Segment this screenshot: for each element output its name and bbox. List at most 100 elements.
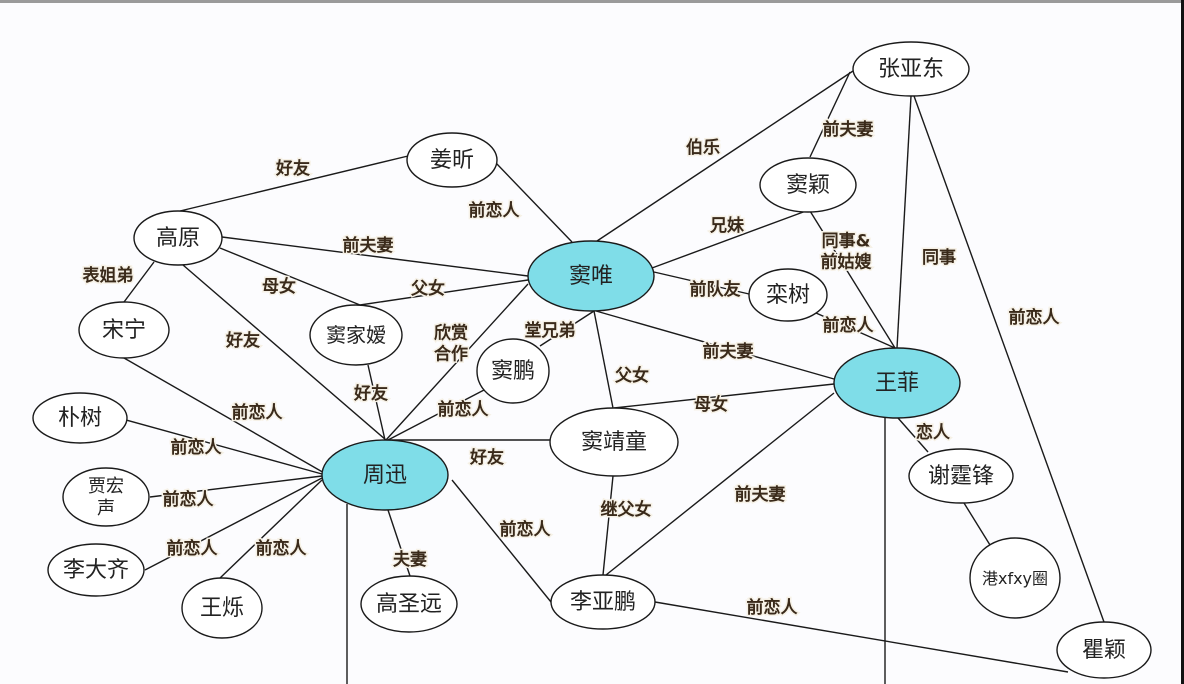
edge-label: 前恋人 [256, 538, 308, 559]
node-doujingtong[interactable]: 窦靖童 [549, 407, 679, 477]
edge-zhouxun-gaoshengyuan [387, 509, 411, 577]
node-ellipse[interactable] [759, 157, 857, 213]
edge-label: 前恋人 [232, 402, 284, 423]
node-ellipse[interactable] [62, 467, 150, 527]
node-label: 窦颖 [786, 173, 830, 198]
edge-wangshuo-zhouxun [218, 479, 323, 580]
edge-douying-zhangyadong [809, 71, 851, 158]
edge-douwei-douying [651, 210, 807, 269]
edge-gaoyuan-songning [123, 261, 155, 303]
edge-label: 前恋人 [747, 597, 799, 618]
edge-label: 父女 [614, 365, 649, 386]
edge-label: 前夫妻 [703, 341, 754, 362]
edge-label: 夫妻 [393, 549, 427, 570]
node-ellipse[interactable] [833, 347, 961, 419]
node-ellipse[interactable] [47, 543, 145, 597]
node-zhouxun[interactable]: 周迅 [321, 439, 449, 511]
edge-wangfei-liyapeng [605, 392, 835, 576]
node-label: 张亚东 [878, 57, 944, 82]
edge-douwei-luanshu [653, 271, 750, 295]
edge-xietingfeng-xiangquan [963, 502, 991, 546]
node-ellipse[interactable] [32, 392, 128, 444]
node-xiangquan[interactable]: 港xfxy圈 [969, 537, 1061, 619]
edge-songning-zhouxun [123, 357, 327, 475]
node-label: 李大齐 [63, 558, 129, 583]
edge-labels-layer: 好友前恋人伯乐前夫妻兄妹同事&前姑嫂同事前恋人前夫妻母女父女前队友前恋人表姐弟好… [81, 118, 1062, 620]
edge-label: 前队友 [690, 279, 741, 300]
node-jiangxin[interactable]: 姜昕 [406, 132, 498, 188]
node-jiahongsheng[interactable]: 贾宏声 [62, 467, 150, 527]
node-songning[interactable]: 宋宁 [78, 301, 170, 359]
edges-layer [123, 70, 1105, 684]
edge-gaoyuan-zhouxun [182, 264, 387, 441]
node-doupeng[interactable]: 窦鹏 [476, 338, 550, 404]
node-quying[interactable]: 瞿颖 [1056, 621, 1152, 679]
node-ellipse[interactable] [748, 268, 828, 322]
edge-label: 前恋人 [469, 200, 521, 221]
node-douying[interactable]: 窦颖 [759, 157, 857, 213]
node-wangshuo[interactable]: 王烁 [181, 577, 263, 639]
node-label: 瞿颖 [1082, 638, 1126, 663]
edge-douwei-wangfei [595, 310, 835, 380]
node-gaoshengyuan[interactable]: 高圣远 [360, 575, 458, 633]
node-lidaqi[interactable]: 李大齐 [47, 543, 145, 597]
node-douwei[interactable]: 窦唯 [527, 240, 655, 312]
edge-label: 母女 [694, 394, 728, 415]
edge-zhouxun-liyapeng [451, 479, 552, 603]
edge-label: 前夫妻 [735, 484, 786, 505]
node-gaoyuan[interactable]: 高原 [133, 210, 223, 266]
node-ellipse[interactable] [852, 41, 970, 97]
node-label: 高原 [156, 226, 200, 251]
node-ellipse[interactable] [406, 132, 498, 188]
edge-label: 好友 [353, 383, 388, 404]
right-border [1181, 0, 1184, 684]
node-xietingfeng[interactable]: 谢霆锋 [908, 448, 1014, 504]
node-label: 谢霆锋 [928, 464, 994, 489]
node-ellipse[interactable] [550, 574, 656, 630]
edge-label: 前恋人 [1009, 307, 1061, 328]
node-doujiayuan[interactable]: 窦家嫒 [309, 304, 403, 366]
edge-zhangyadong-wangfei [896, 95, 912, 349]
edge-douwei-doujingtong [593, 310, 614, 409]
node-wangfei[interactable]: 王菲 [833, 347, 961, 419]
edge-gaoyuan-douwei [221, 236, 529, 277]
edge-douwei-doupeng [539, 310, 595, 347]
node-ellipse[interactable] [360, 575, 458, 633]
node-pushu[interactable]: 朴树 [32, 392, 128, 444]
edge-label: 前恋人 [167, 538, 219, 559]
edge-label: 父女 [410, 278, 445, 299]
node-label: 李亚鹏 [570, 590, 636, 615]
node-label: 窦家嫒 [326, 323, 386, 347]
node-luanshu[interactable]: 栾树 [748, 268, 828, 322]
node-ellipse[interactable] [527, 240, 655, 312]
edge-label: 同事&前姑嫂 [821, 232, 873, 273]
node-ellipse[interactable] [549, 407, 679, 477]
node-ellipse[interactable] [1056, 621, 1152, 679]
edge-lidaqi-zhouxun [144, 477, 323, 571]
edge-label: 好友 [225, 330, 260, 351]
edge-doujiayuan-zhouxun [367, 364, 386, 441]
node-ellipse[interactable] [321, 439, 449, 511]
node-label: 窦唯 [569, 264, 613, 289]
top-border [0, 0, 1184, 3]
node-ellipse[interactable] [908, 448, 1014, 504]
node-zhangyadong[interactable]: 张亚东 [852, 41, 970, 97]
node-liyapeng[interactable]: 李亚鹏 [550, 574, 656, 630]
node-ellipse[interactable] [309, 304, 403, 366]
node-ellipse[interactable] [476, 338, 550, 404]
node-ellipse[interactable] [969, 537, 1061, 619]
edge-pushu-zhouxun [125, 419, 323, 475]
edge-luanshu-wangfei [815, 312, 896, 349]
node-label: 港xfxy圈 [982, 569, 1048, 588]
node-label: 王菲 [875, 371, 919, 396]
edge-label: 表姐弟 [83, 265, 134, 286]
node-label: 朴树 [58, 406, 102, 431]
edge-label: 恋人 [916, 422, 951, 443]
edge-gaoyuan-jiangxin [179, 155, 409, 212]
node-label: 周迅 [363, 463, 407, 488]
node-ellipse[interactable] [78, 301, 170, 359]
node-ellipse[interactable] [133, 210, 223, 266]
node-ellipse[interactable] [181, 577, 263, 639]
